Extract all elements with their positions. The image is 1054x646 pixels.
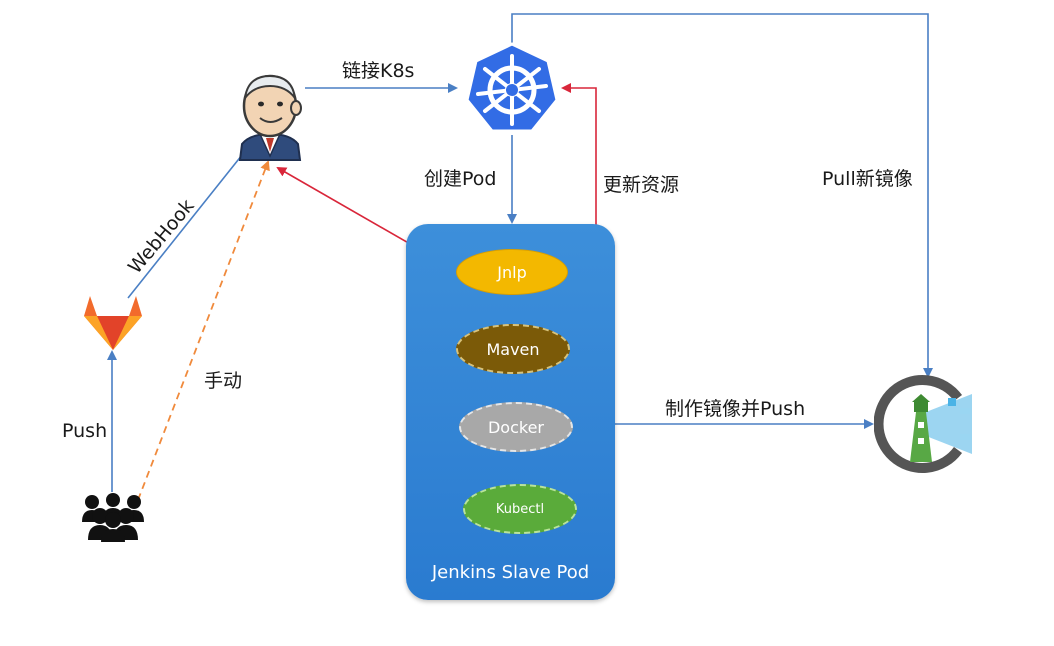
users-icon	[82, 493, 144, 542]
pod-title: Jenkins Slave Pod	[431, 562, 590, 583]
container-label: Jnlp	[497, 262, 527, 282]
container-label: Maven	[486, 339, 540, 359]
kubernetes-icon	[465, 42, 559, 133]
label-update-resource: 更新资源	[603, 174, 680, 196]
label-link-k8s: 链接K8s	[342, 60, 415, 82]
label-push: Push	[62, 420, 108, 442]
label-create-pod: 创建Pod	[424, 168, 497, 190]
container-maven: Maven	[456, 324, 570, 374]
container-label: Docker	[487, 417, 545, 437]
label-build-push: 制作镜像并Push	[665, 398, 806, 420]
harbor-icon	[874, 375, 972, 473]
label-manual: 手动	[204, 370, 243, 392]
users-to-jenkins-dashed-arrow	[137, 160, 270, 501]
container-jnlp: Jnlp	[456, 249, 568, 295]
jenkins-icon	[238, 74, 302, 161]
container-label: Kubectl	[495, 501, 545, 517]
k8s-to-harbor-arrow	[511, 13, 933, 378]
label-pull-image: Pull新镜像	[822, 168, 913, 190]
gitlab-to-jenkins-line	[127, 149, 247, 299]
gitlab-icon	[84, 296, 142, 350]
container-docker: Docker	[459, 402, 573, 452]
container-kubectl: Kubectl	[463, 484, 577, 534]
